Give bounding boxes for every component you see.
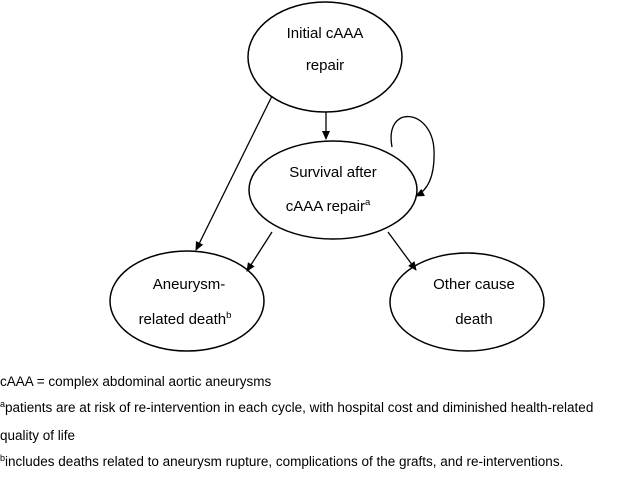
node-other-cause-death: Other cause death — [389, 252, 545, 352]
node-other-death-line1: Other cause — [433, 276, 515, 293]
footnote-a-marker: a — [0, 399, 6, 409]
footnote-a-text: patients are at risk of re-intervention … — [5, 400, 594, 415]
footnote-marker-b: b — [226, 310, 231, 321]
edge-survival-to-other-death — [387, 231, 417, 271]
footnote-b: bincludes deaths related to aneurysm rup… — [0, 452, 638, 472]
footnote-b-marker: b — [0, 453, 6, 463]
node-initial-repair-line1: Initial cAAA — [287, 25, 364, 42]
node-survival-label: cAAA repair — [286, 198, 365, 215]
abbreviation-note: cAAA = complex abdominal aortic aneurysm… — [0, 374, 272, 389]
node-initial-repair-line2: repair — [306, 57, 344, 74]
node-aneurysm-related-death: Aneurysm- related deathb — [109, 250, 265, 352]
node-aneurysm-death-line2: related deathb — [139, 310, 232, 328]
edge-survival-self-loop — [390, 115, 435, 197]
node-survival: Survival after cAAA repaira — [248, 140, 418, 240]
node-survival-line2: cAAA repaira — [286, 197, 371, 215]
edge-initial-to-aneurysm-death — [195, 95, 273, 251]
node-initial-repair: Initial cAAA repair — [247, 1, 403, 113]
node-survival-line1: Survival after — [289, 164, 377, 181]
footnote-a: apatients are at risk of re-intervention… — [0, 398, 638, 446]
footnotes: cAAA = complex abdominal aortic aneurysm… — [0, 372, 638, 478]
node-aneurysm-death-label: related death — [139, 311, 227, 328]
node-aneurysm-death-line1: Aneurysm- — [153, 276, 226, 293]
state-transition-diagram: Initial cAAA repair Survival after cAAA … — [109, 1, 545, 352]
footnote-marker-a: a — [365, 197, 371, 208]
footnote-a-text-continued: quality of life — [0, 428, 76, 443]
node-other-death-line2: death — [455, 311, 493, 328]
edge-survival-to-aneurysm-death — [246, 231, 273, 272]
footnote-b-text: includes deaths related to aneurysm rupt… — [5, 454, 564, 469]
